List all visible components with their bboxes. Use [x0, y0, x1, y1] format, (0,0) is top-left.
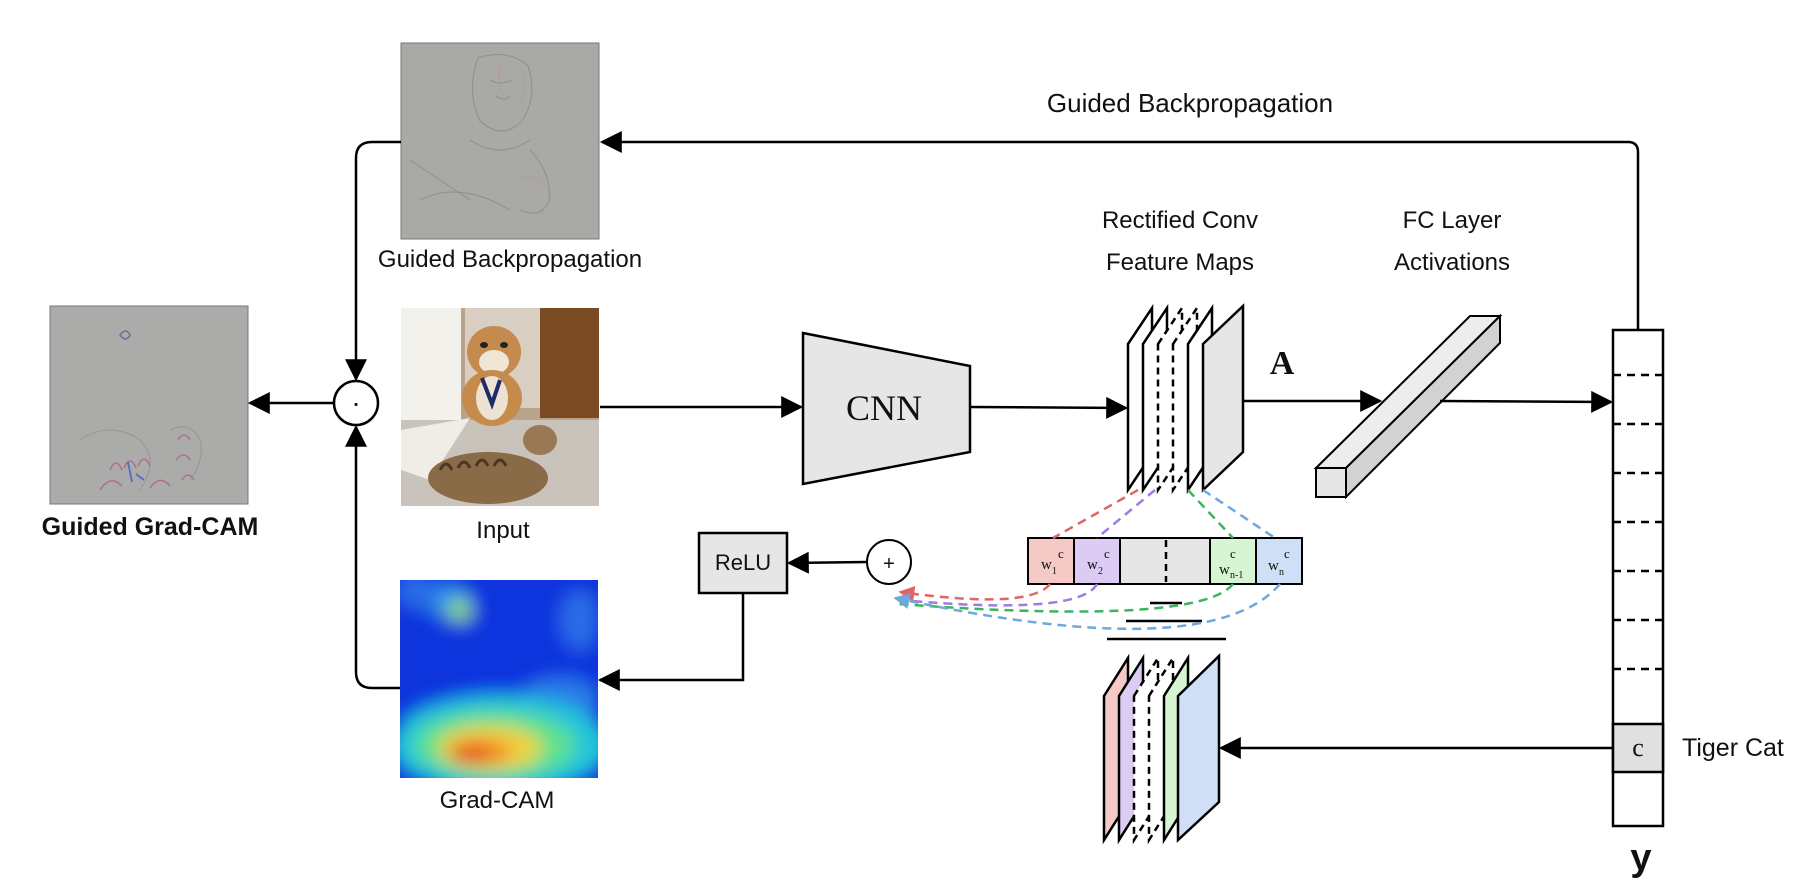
input-image: [401, 308, 599, 506]
wn-base: w: [1268, 558, 1279, 574]
activations-label: Activations: [1394, 249, 1510, 276]
cnn-block: CNN: [801, 331, 972, 486]
wn-sup: c: [1284, 546, 1290, 561]
relu-block: ReLU: [697, 531, 789, 595]
cnn-label: CNN: [846, 388, 922, 428]
weight-w1: [1027, 537, 1075, 585]
guided-backprop-image: [400, 42, 600, 240]
multiply-symbol: ·: [351, 387, 360, 418]
input-label: Input: [476, 517, 530, 544]
class-c-cell: [1611, 722, 1665, 774]
rectified-feature-maps: [1126, 303, 1245, 495]
wn1-sub: n-1: [1230, 570, 1243, 581]
sum-node: +: [866, 539, 912, 585]
fc-layer-label: FC Layer: [1403, 207, 1502, 234]
class-c-label: c: [1632, 733, 1644, 762]
weighting-bars: [1107, 601, 1226, 641]
output-y-label: y: [1630, 837, 1651, 879]
wn-sub: n: [1279, 567, 1284, 578]
relu-label: ReLU: [715, 550, 771, 575]
weight-wn: [1255, 537, 1303, 585]
feature-to-weight-dashes: [1052, 488, 1276, 540]
rectified-conv-label: Rectified Conv: [1102, 207, 1258, 234]
multiply-node: ·: [332, 379, 380, 427]
feature-maps-label: Feature Maps: [1106, 249, 1254, 276]
weights-bar: w 1 c w 2 c c w n-1 w n c: [1027, 537, 1303, 585]
weighted-feature-maps: [1102, 653, 1221, 845]
w1-sup: c: [1058, 546, 1064, 561]
w2-sup: c: [1104, 546, 1110, 561]
gradcam-heatmap-image: [400, 580, 598, 778]
wn1-base: w: [1219, 562, 1230, 578]
output-vector: c: [1611, 328, 1665, 828]
fc-layer-bar: [1313, 313, 1503, 500]
wn1-sup: c: [1230, 546, 1236, 561]
sum-symbol: +: [883, 553, 895, 575]
tiger-cat-label: Tiger Cat: [1682, 734, 1784, 762]
w1-base: w: [1041, 557, 1052, 573]
w1-sub: 1: [1052, 566, 1057, 577]
guided-backprop-top-label: Guided Backpropagation: [1047, 88, 1333, 118]
guided-gradcam-image: [49, 305, 249, 505]
gradcam-label: Grad-CAM: [440, 787, 555, 814]
w2-sub: 2: [1098, 566, 1103, 577]
w2-base: w: [1087, 557, 1098, 573]
activation-a-label: A: [1270, 345, 1295, 382]
weight-to-sum-dashes: [893, 583, 1281, 630]
connections: [247, 131, 1640, 759]
guided-backprop-image-label: Guided Backpropagation: [378, 246, 642, 273]
guided-gradcam-label: Guided Grad-CAM: [42, 513, 259, 541]
